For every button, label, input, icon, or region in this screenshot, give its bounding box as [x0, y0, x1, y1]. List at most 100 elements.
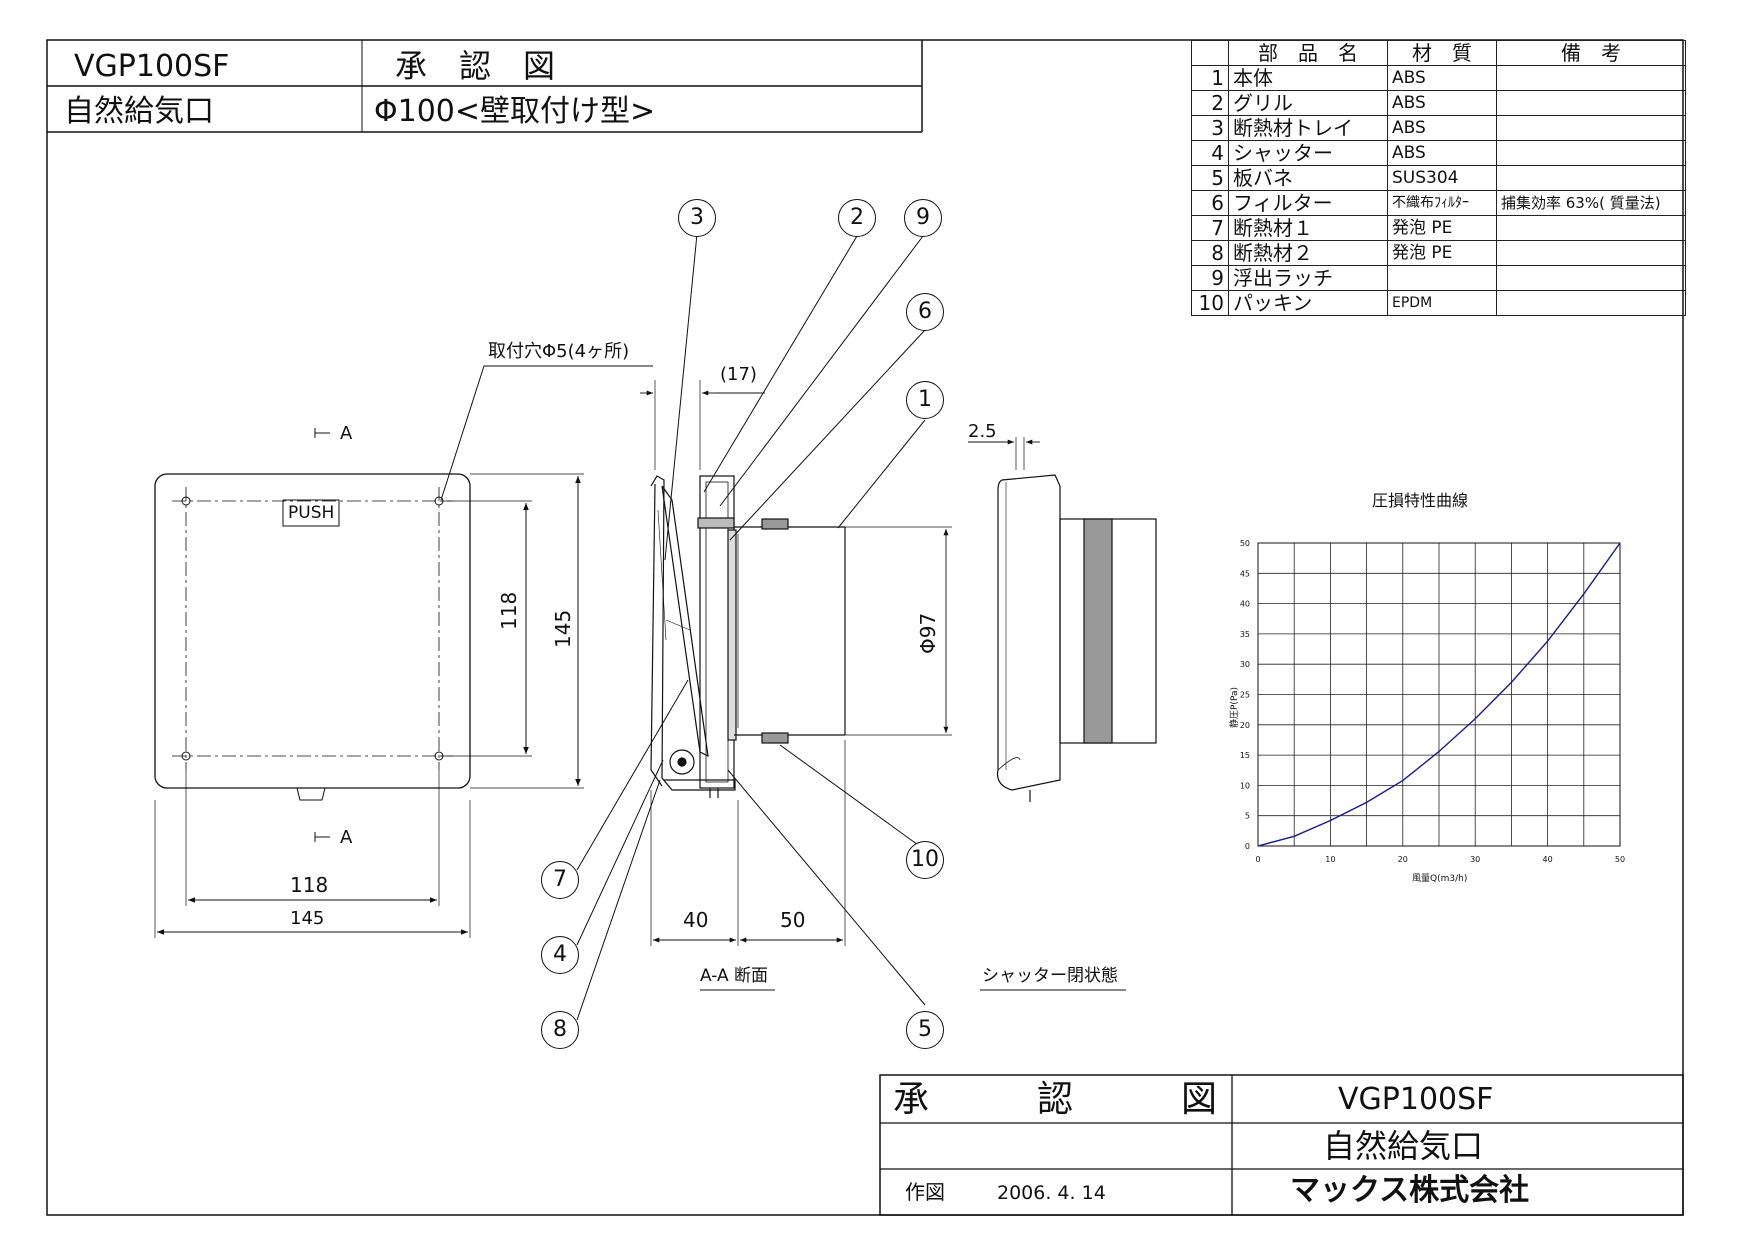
- header-doc-type: 承 認 図: [395, 47, 556, 85]
- title-block-lines: [879, 1074, 1684, 1216]
- chart-x-tick-label: 10: [1325, 855, 1335, 864]
- chart-x-tick-label: 40: [1543, 855, 1553, 864]
- chart-x-tick-label: 50: [1615, 855, 1625, 864]
- part-note: [1496, 265, 1686, 291]
- chart-x-tick-label: 20: [1398, 855, 1408, 864]
- chart-y-tick-label: 10: [1240, 781, 1250, 790]
- tb-product: 自然給気口: [1323, 1127, 1484, 1165]
- callout-6: 6: [906, 293, 944, 331]
- tb-drawn-label: 作図: [905, 1180, 945, 1204]
- part-note: [1496, 290, 1686, 316]
- part-no: 8: [1191, 240, 1229, 266]
- part-material: SUS304: [1387, 165, 1497, 191]
- callout-2: 2: [838, 199, 876, 237]
- part-material: 発泡 PE: [1387, 215, 1497, 241]
- part-no: 4: [1191, 140, 1229, 166]
- part-name: 浮出ラッチ: [1228, 265, 1388, 291]
- dim-diameter: Φ97: [916, 612, 940, 654]
- part-material: 不織布ﾌｨﾙﾀｰ: [1387, 190, 1497, 216]
- push-label: PUSH: [288, 503, 335, 523]
- header-model: VGP100SF: [74, 49, 230, 84]
- chart-plot-frame: [1257, 542, 1621, 847]
- part-no: 5: [1191, 165, 1229, 191]
- chart-y-tick-label: 30: [1240, 660, 1250, 669]
- dim-outer-height: 145: [551, 609, 575, 648]
- chart-title: 圧損特性曲線: [1372, 491, 1469, 510]
- chart-ylabel: 静圧P(Pa): [1230, 687, 1240, 728]
- callout-9: 9: [904, 199, 942, 237]
- dim-depth-back: 50: [780, 908, 806, 932]
- chart-x-tick-label: 0: [1255, 855, 1260, 864]
- callout-leaders: [576, 233, 926, 1021]
- part-name: 板バネ: [1228, 165, 1388, 191]
- tb-company: マックス株式会社: [1290, 1173, 1530, 1208]
- tb-approval: 承 認 図: [893, 1079, 1218, 1120]
- chart-y-tick-label: 20: [1240, 721, 1250, 730]
- chart-y-tick-label: 45: [1240, 569, 1250, 578]
- part-note: [1496, 240, 1686, 266]
- callout-3: 3: [678, 199, 716, 237]
- part-material: EPDM: [1387, 290, 1497, 316]
- part-no: 2: [1191, 90, 1229, 116]
- closed-view-caption: シャッター閉状態: [982, 966, 1118, 986]
- callout-8: 8: [541, 1011, 579, 1049]
- part-note: [1496, 90, 1686, 116]
- part-note: [1496, 115, 1686, 141]
- part-name: シャッター: [1228, 140, 1388, 166]
- part-material: ABS: [1387, 65, 1497, 91]
- sheet-border: [46, 39, 1684, 1216]
- front-view: [154, 365, 653, 938]
- chart-y-tick-label: 35: [1240, 630, 1250, 639]
- section-view: [640, 380, 952, 991]
- section-caption: A-A 断面: [700, 966, 769, 986]
- part-name: 断熱材トレイ: [1228, 115, 1388, 141]
- callout-7: 7: [541, 861, 579, 899]
- chart-y-tick-label: 50: [1240, 539, 1250, 548]
- parts-table-header: 部 品 名 材 質 備 考: [1191, 40, 1686, 66]
- part-name: 断熱材２: [1228, 240, 1388, 266]
- part-no: 10: [1191, 290, 1229, 316]
- part-note: [1496, 65, 1686, 91]
- header-part-name: 部 品 名: [1228, 40, 1388, 66]
- chart-xlabel: 風量Q(m3/h): [1412, 874, 1468, 884]
- part-material: 発泡 PE: [1387, 240, 1497, 266]
- header-spec: Φ100<壁取付け型>: [374, 94, 656, 129]
- dim-inner-height: 118: [497, 591, 521, 630]
- chart-x-tick-label: 30: [1470, 855, 1480, 864]
- part-no: 3: [1191, 115, 1229, 141]
- chart-series-line: [1257, 542, 1621, 847]
- part-name: 断熱材１: [1228, 215, 1388, 241]
- dim-inner-width: 118: [290, 873, 329, 897]
- closed-view: [968, 437, 1157, 991]
- dim-top-17: (17): [720, 364, 757, 385]
- section-mark-top: A: [340, 423, 353, 444]
- callout-10: 10: [906, 841, 944, 879]
- section-mark-bottom: A: [340, 827, 353, 848]
- header-block-lines: [47, 40, 923, 133]
- part-material: ABS: [1387, 90, 1497, 116]
- header-no: [1191, 40, 1229, 66]
- dim-gap: 2.5: [968, 421, 997, 442]
- tb-drawn-date: 2006. 4. 14: [997, 1182, 1106, 1204]
- part-material: [1387, 265, 1497, 291]
- chart-y-tick-label: 25: [1240, 691, 1250, 700]
- part-no: 7: [1191, 215, 1229, 241]
- part-name: フィルター: [1228, 190, 1388, 216]
- part-no: 6: [1191, 190, 1229, 216]
- part-no: 1: [1191, 65, 1229, 91]
- part-material: ABS: [1387, 115, 1497, 141]
- part-name: グリル: [1228, 90, 1388, 116]
- part-note: 捕集効率 63%( 質量法): [1496, 190, 1686, 216]
